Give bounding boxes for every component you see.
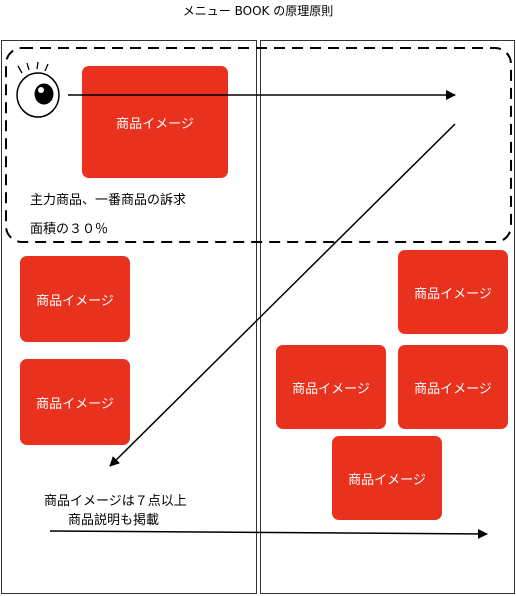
product-left-2: 商品イメージ [20, 359, 130, 445]
product-right-mid-left: 商品イメージ [276, 345, 386, 429]
product-left-1: 商品イメージ [20, 256, 130, 342]
product-label: 商品イメージ [414, 286, 492, 302]
product-main: 商品イメージ [82, 66, 228, 178]
focus-area [5, 47, 512, 243]
product-label: 商品イメージ [292, 381, 370, 397]
product-right-top: 商品イメージ [398, 250, 508, 334]
product-label: 商品イメージ [414, 381, 492, 397]
product-right-mid-right: 商品イメージ [398, 345, 508, 429]
bottom-note-line2: 商品説明も掲載 [68, 513, 160, 528]
arrow-diagonal [109, 123, 456, 467]
eye-icon [16, 61, 60, 118]
product-label: 商品イメージ [348, 472, 426, 488]
main-note-line1: 主力商品、一番商品の訴求 [30, 193, 187, 208]
bottom-note-line1: 商品イメージは７点以上 [44, 494, 187, 509]
product-label: 商品イメージ [36, 293, 114, 309]
main-note-line2: 面積の３０％ [30, 222, 109, 237]
product-label: 商品イメージ [36, 396, 114, 412]
product-label: 商品イメージ [116, 116, 194, 132]
arrow-bottom [49, 528, 488, 539]
product-right-bottom: 商品イメージ [332, 436, 442, 520]
page-title: メニュー BOOK の原理原則 [182, 4, 334, 18]
